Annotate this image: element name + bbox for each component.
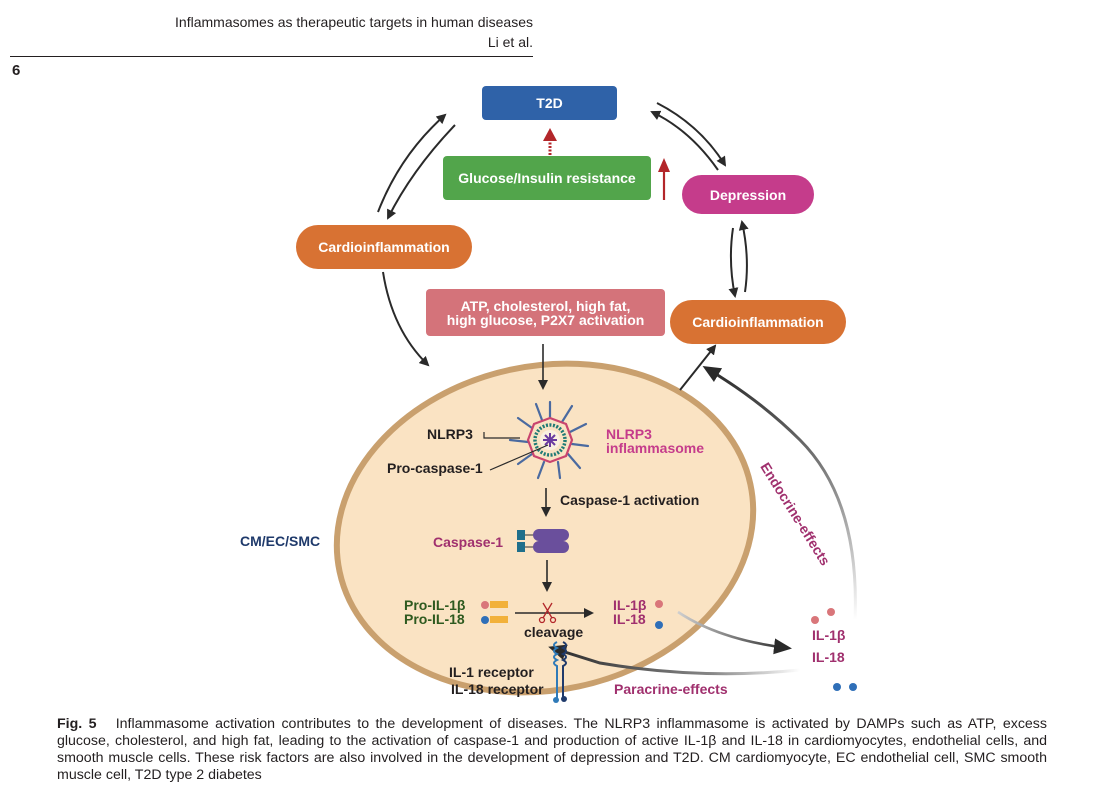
cardioinflammation-left-box: Cardioinflammation	[296, 225, 472, 269]
pro-il18-bar	[490, 616, 508, 623]
pro-il1b-dot	[481, 601, 489, 609]
nlrp3-leader	[483, 432, 520, 439]
running-authors: Li et al.	[487, 34, 533, 50]
paracrine-label: Paracrine-effects	[614, 681, 728, 697]
cell-body	[333, 360, 757, 696]
il18-receptor-label: IL-18 receptor	[451, 681, 544, 697]
pro-caspase-label: Pro-caspase-1	[387, 460, 483, 476]
il18-label-out: IL-18	[812, 649, 845, 665]
caption-text: Inflammasome activation contributes to t…	[57, 716, 1047, 783]
cell-type-label: CM/EC/SMC	[240, 533, 321, 549]
running-title: Inflammasomes as therapeutic targets in …	[175, 14, 533, 30]
figure-graphics	[333, 102, 857, 703]
il1b-label-in: IL-1β	[613, 597, 647, 613]
glucose-insulin-box: Glucose/Insulin resistance	[443, 156, 651, 200]
inflammasome-label-2: inflammasome	[606, 440, 705, 456]
nlrp3-label: NLRP3	[427, 426, 473, 442]
arrow-cardio-to-depression	[738, 220, 749, 293]
il18-label-in: IL-18	[613, 611, 646, 627]
scissors-icon	[538, 602, 557, 624]
dotted-arrow-head	[543, 128, 557, 141]
arrow-depression-to-t2d	[650, 110, 719, 171]
caspase-activation-label: Caspase-1 activation	[560, 492, 700, 508]
il1b-dot-out-1	[811, 616, 819, 624]
arrow-cell-to-cardio	[679, 344, 717, 391]
arrow-paracrine	[548, 644, 801, 676]
pro-caspase-leader	[489, 444, 549, 471]
caspase1-label: Caspase-1	[433, 534, 504, 550]
pro-il1b-label: Pro-IL-1β	[404, 597, 466, 613]
red-up-arrow-head	[658, 158, 670, 172]
risk-factors-box: ATP, cholesterol, high fat, high glucose…	[426, 289, 665, 336]
il1b-dot-in	[655, 600, 663, 608]
header-rule	[10, 56, 533, 57]
il18-dot-in	[655, 621, 663, 629]
risk-factors-line-2: high glucose, P2X7 activation	[446, 311, 645, 328]
il1-receptor-label: IL-1 receptor	[449, 664, 534, 680]
pro-il1b-bar	[490, 601, 508, 608]
inflammasome-label-1: NLRP3	[606, 426, 652, 442]
il1b-dot-out-2	[827, 608, 835, 616]
page-number: 6	[12, 62, 21, 79]
figure-caption: Fig. 5 Inflammasome activation contribut…	[57, 716, 1047, 784]
arrow-t2d-to-depression	[656, 102, 727, 167]
inflammasome-icon	[508, 400, 590, 480]
arrow-cardio-to-cell	[382, 271, 430, 367]
depression-box: Depression	[682, 175, 814, 214]
figure-5: T2D Glucose/Insulin resistance Depressio…	[240, 86, 857, 703]
arrow-cardio-to-t2d	[377, 113, 447, 213]
cleavage-label: cleavage	[524, 624, 584, 640]
caspase1-icon	[517, 529, 569, 553]
risk-factors-line-1: ATP, cholesterol, high fat,	[460, 297, 631, 314]
caption-label: Fig. 5	[57, 716, 97, 732]
pro-il18-label: Pro-IL-18	[404, 611, 465, 627]
pro-il18-dot	[481, 616, 489, 624]
receptor-icon	[553, 641, 567, 703]
arrow-endocrine	[702, 365, 857, 621]
il18-dot-out-1	[833, 683, 841, 691]
t2d-box: T2D	[482, 86, 617, 120]
il18-dot-out-2	[849, 683, 857, 691]
arrow-depression-to-cardio	[728, 227, 739, 298]
il1b-label-out: IL-1β	[812, 627, 846, 643]
arrow-il-secretion	[677, 610, 792, 655]
arrow-t2d-to-cardio	[387, 124, 456, 220]
cardioinflammation-right-box: Cardioinflammation	[670, 300, 846, 344]
